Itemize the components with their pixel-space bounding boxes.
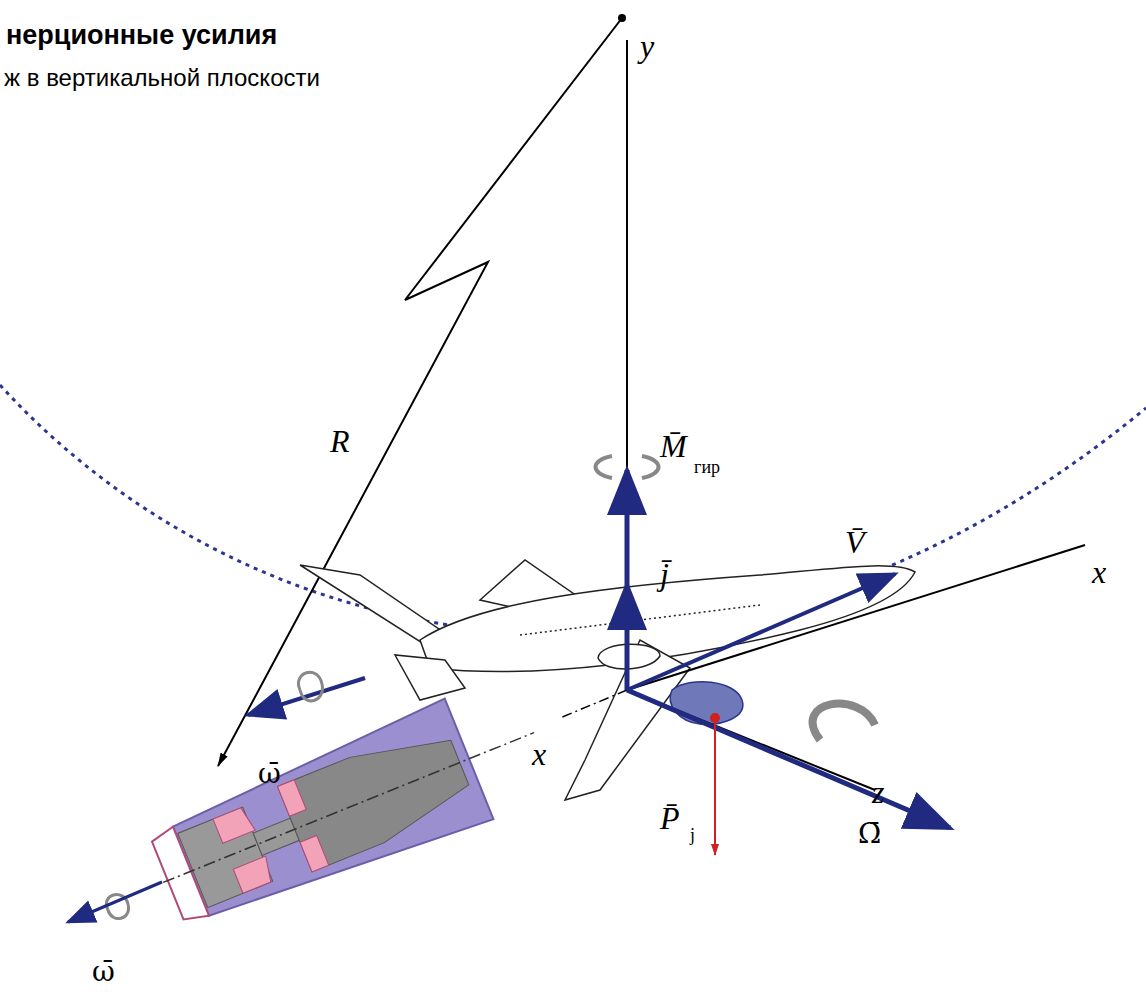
rotation-mark — [298, 672, 322, 701]
vector-label: M̄ — [660, 430, 687, 462]
inertia-force — [714, 718, 716, 855]
force-point — [710, 713, 720, 723]
engine-omega-vector — [68, 882, 162, 922]
slide-title: нерционные усилия — [6, 22, 277, 49]
axis-label: y — [640, 30, 654, 62]
rotation-mark — [596, 456, 659, 478]
y-axis — [626, 40, 628, 690]
vector-label: ω̄ — [92, 958, 115, 986]
vector-label: ω̄ — [258, 760, 281, 788]
vector-label: Ω̄ — [858, 820, 881, 848]
vector-label: j̄ — [660, 558, 669, 590]
vector-label: V̄ — [845, 526, 865, 558]
x-axis-back — [560, 690, 627, 718]
radius-label: R — [330, 425, 350, 457]
axis-label: x — [1092, 556, 1106, 588]
mass-element — [670, 682, 743, 725]
omega-vector — [248, 678, 365, 715]
x-axis — [627, 545, 1085, 690]
axis-label: z — [872, 776, 884, 808]
velocity-vector — [627, 574, 895, 690]
engine — [139, 672, 559, 942]
j-vector — [625, 585, 630, 690]
vector-subscript: гир — [694, 458, 720, 476]
gyro-moment-vector — [625, 470, 630, 585]
subtitle: ж в вертикальной плоскости — [4, 66, 320, 90]
vector-label: P̄ — [660, 802, 680, 834]
rotation-mark — [813, 704, 875, 740]
axis-label: x — [532, 738, 546, 770]
vector-subscript: j — [690, 826, 695, 844]
